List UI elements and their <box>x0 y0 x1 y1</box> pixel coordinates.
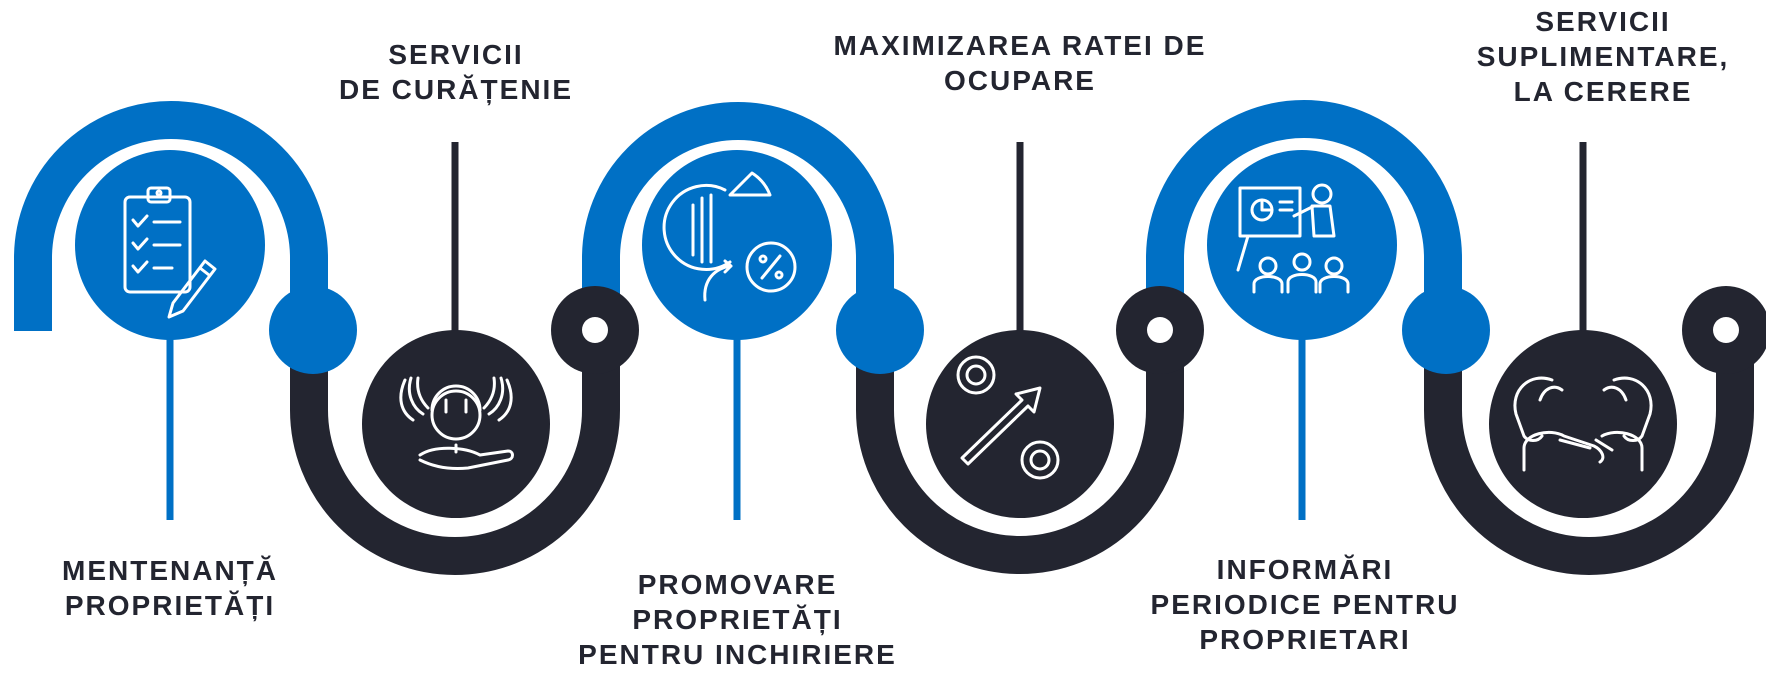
icon-circle-3 <box>642 150 832 340</box>
step-label-reporting: INFORMĂRI PERIODICE PENTRU PROPRIETARI <box>1150 554 1460 655</box>
presentation-audience-icon <box>1236 183 1350 294</box>
icon-circle-2 <box>362 330 550 518</box>
step-label-occupancy: MAXIMIZAREA RATEI DE OCUPARE <box>833 30 1207 96</box>
wave-path <box>13 100 1754 575</box>
icon-circle-6 <box>1489 330 1677 518</box>
step-label-extra: SERVICII SUPLIMENTARE, LA CERERE <box>1476 6 1730 107</box>
percent-growth-arrow-icon <box>956 355 1060 480</box>
joint-5 <box>1402 286 1490 374</box>
icon-circle-5 <box>1207 150 1397 340</box>
arc-bottom-1 <box>290 330 620 575</box>
step-label-maintenance: MENTENANȚĂ PROPRIETĂȚI <box>62 555 278 621</box>
arc-bottom-3 <box>1424 330 1754 575</box>
joint-6-hole <box>1713 317 1739 343</box>
joint-2-hole <box>582 317 608 343</box>
wave-start-cap <box>14 295 52 331</box>
joint-1 <box>269 286 357 374</box>
step-label-promotion: PROMOVARE PROPRIETĂȚI PENTRU INCHIRIERE <box>578 569 897 670</box>
joint-4-hole <box>1147 317 1173 343</box>
people-embrace-icon <box>1513 376 1653 472</box>
clipboard-checklist-icon <box>123 186 217 319</box>
arc-top-1 <box>13 101 328 330</box>
arc-top-3 <box>1146 100 1462 330</box>
pie-chart-percent-icon <box>662 171 797 302</box>
joint-3 <box>836 286 924 374</box>
step-label-cleaning: SERVICII DE CURĂȚENIE <box>338 39 573 105</box>
arc-top-2 <box>582 102 894 330</box>
wave-joints <box>269 286 1766 374</box>
arc-bottom-2 <box>856 330 1184 574</box>
icon-circle-4 <box>926 330 1114 518</box>
hands-cleaning-icon <box>399 376 514 470</box>
